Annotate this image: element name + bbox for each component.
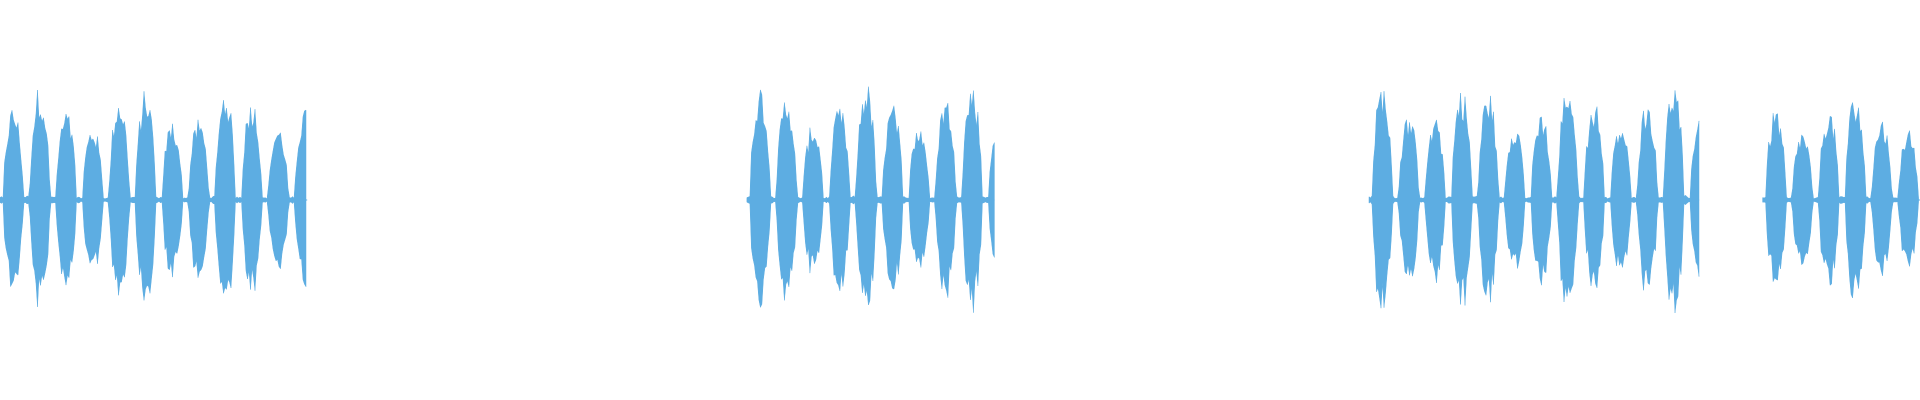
waveform-segment-3 (1368, 90, 1700, 314)
waveform-segments (0, 86, 1920, 314)
waveform-segment-1 (0, 89, 307, 307)
